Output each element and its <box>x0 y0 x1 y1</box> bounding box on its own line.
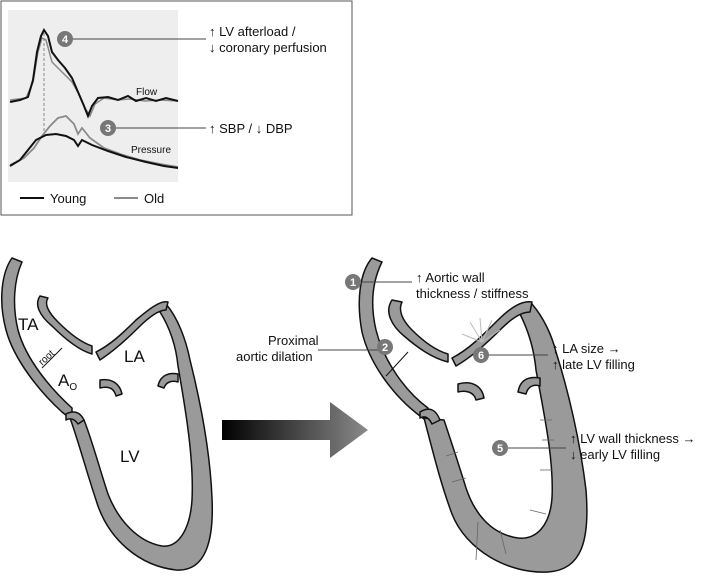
legend-old-label: Old <box>144 191 164 206</box>
mitral-left-old <box>457 382 485 401</box>
flow-label: Flow <box>136 87 158 98</box>
callout-3-text: ↑ SBP / ↓ DBP <box>209 121 293 136</box>
aorta-inner-wall-old <box>388 299 449 363</box>
callout-1-badge <box>345 274 361 290</box>
callout-6-badge <box>473 347 489 363</box>
mitral-right-old <box>517 376 541 395</box>
pressure-curve-young <box>9 132 179 169</box>
callout-3-number: 3 <box>105 123 111 135</box>
inset-panel: Flow Pressure 4 ↑ LV afterload / ↓ coron… <box>0 0 353 216</box>
label-ta: TA <box>18 315 39 334</box>
callout-5-line2: ↓ early LV filling <box>570 447 660 462</box>
callout-2-line1: Proximal <box>268 333 319 348</box>
callout-2-number: 2 <box>382 342 388 354</box>
callout-2-badge <box>377 339 393 355</box>
root-dimension-arrow <box>41 347 63 369</box>
la-floor-wall-old <box>451 300 533 367</box>
dilation-dimension-arrow <box>385 351 409 377</box>
label-root: root <box>37 348 57 368</box>
pressure-label: Pressure <box>131 145 171 156</box>
aortic-valve-old <box>419 408 441 425</box>
callout-6-line2: ↑ late LV filling <box>552 357 635 372</box>
label-la: LA <box>124 347 145 366</box>
callout-4-line1: ↑ LV afterload / <box>209 24 296 39</box>
callout-5-badge <box>492 440 508 456</box>
wall-thickness-arrows <box>445 419 554 561</box>
callout-1-number: 1 <box>350 277 356 289</box>
callout-4-number: 4 <box>62 34 69 46</box>
la-expansion-arrows <box>461 317 501 343</box>
aorta-outer-wall <box>1 257 73 421</box>
callout-3-badge <box>100 120 116 136</box>
legend-young-label: Young <box>50 191 86 206</box>
mitral-left <box>99 378 123 397</box>
lv-wall-old <box>423 303 588 573</box>
lv-wall <box>69 303 214 571</box>
callout-5-number: 5 <box>497 443 503 455</box>
flow-curve-young <box>9 28 179 119</box>
la-floor-wall <box>95 301 169 361</box>
callout-6-number: 6 <box>478 350 484 362</box>
legend: Young Old <box>20 191 164 206</box>
transition-arrow <box>222 402 368 458</box>
callout-4-line2: ↓ coronary perfusion <box>209 40 327 55</box>
label-ao: AO <box>58 371 77 393</box>
callout-1-line2: thickness / stiffness <box>416 286 529 301</box>
aortic-valve <box>65 411 85 425</box>
aorta-inner-wall <box>36 295 93 355</box>
callout-5-line1: ↑ LV wall thickness → <box>570 431 695 446</box>
mitral-right <box>157 372 179 389</box>
callout-4-badge <box>57 31 73 47</box>
left-heart <box>1 257 214 571</box>
right-heart <box>358 257 588 573</box>
label-lv: LV <box>120 447 140 466</box>
callout-2-line2: aortic dilation <box>236 349 313 364</box>
callout-1-line1: ↑ Aortic wall <box>416 270 485 285</box>
callout-6-line1: ↑ LA size → <box>552 341 621 356</box>
